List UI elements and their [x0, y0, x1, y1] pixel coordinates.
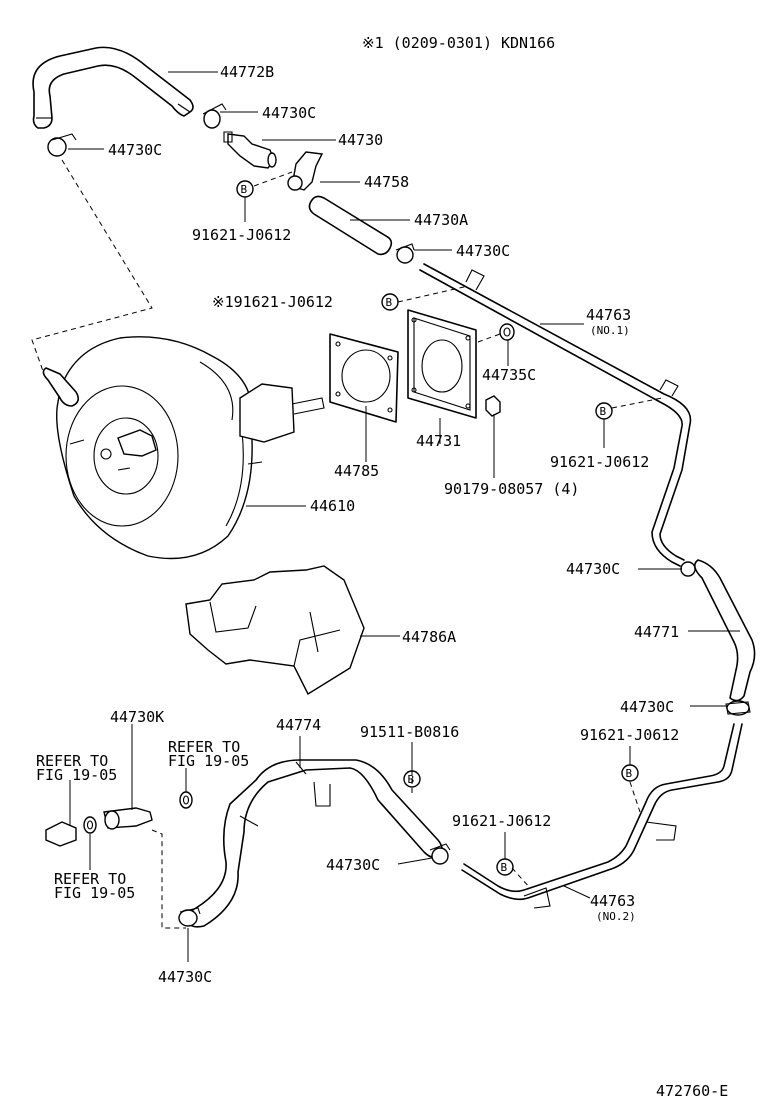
- label-44735c: 44735C: [482, 366, 536, 384]
- bolt-symbol-91621-c: B: [621, 764, 639, 782]
- clamp-44730c-top: [202, 103, 227, 129]
- pipe-44763-no1: [419, 263, 692, 567]
- label-44772b: 44772B: [220, 63, 274, 81]
- dashed-guides: [31, 159, 663, 929]
- label-44730c-right-top: 44730C: [566, 560, 620, 578]
- brake-booster-44610: [42, 336, 325, 560]
- svg-text:B: B: [600, 405, 607, 418]
- label-44730c-top: 44730C: [262, 104, 316, 122]
- leader-lines: [68, 71, 740, 962]
- svg-text:B: B: [408, 773, 415, 786]
- label-44785: 44785: [334, 462, 379, 480]
- figure-id: 472760-E: [656, 1082, 728, 1100]
- label-refer-3b: FIG 19-05: [54, 884, 135, 902]
- label-44730: 44730: [338, 131, 383, 149]
- label-44730k: 44730K: [110, 708, 164, 726]
- bolt-symbol-91621-star: B: [381, 293, 399, 311]
- label-refer-2b: FIG 19-05: [36, 766, 117, 784]
- label-44758: 44758: [364, 173, 409, 191]
- hose-44772b: [32, 46, 194, 129]
- clamp-44730c-left: [47, 133, 77, 157]
- label-refer-1a: REFER TO: [168, 738, 240, 756]
- washer-ring: [179, 791, 193, 809]
- clamp-44730c-bottom-left: [178, 907, 201, 927]
- header-note: ※1 (0209-0301) KDN166: [362, 34, 555, 52]
- clamp-44730c-bottom-mid: [429, 843, 451, 865]
- label-44730c-bottom-mid: 44730C: [326, 856, 380, 874]
- bracket-44758: [287, 151, 324, 191]
- label-44786a: 44786A: [402, 628, 456, 646]
- label-44763-no2-sub: (NO.2): [596, 910, 636, 923]
- svg-text:B: B: [626, 767, 633, 780]
- label-91621-c: 91621-J0612: [580, 726, 679, 744]
- label-91621-a: 91621-J0612: [192, 226, 291, 244]
- label-91511: 91511-B0816: [360, 723, 459, 741]
- label-91621-star: ※191621-J0612: [212, 293, 333, 311]
- hose-44730a: [308, 195, 393, 256]
- clamp-44730c-right-bottom: [725, 700, 751, 716]
- svg-text:B: B: [386, 296, 393, 309]
- label-44730a: 44730A: [414, 211, 468, 229]
- gasket-44785: [329, 333, 399, 423]
- union-44730k: [103, 807, 153, 830]
- label-44730c-right-bottom: 44730C: [620, 698, 674, 716]
- label-44763-no1: 44763: [586, 306, 631, 324]
- label-44730c-left: 44730C: [108, 141, 162, 159]
- label-refer-1b: FIG 19-05: [168, 752, 249, 770]
- label-44763-no2: 44763: [590, 892, 635, 910]
- part-labels: 44772B 44730C 44730C 44730 44758 91621-J…: [36, 63, 679, 986]
- nut-44735c: [499, 323, 515, 341]
- label-44730c-mid: 44730C: [456, 242, 510, 260]
- bolt-symbol-91621-a: B: [236, 180, 254, 198]
- label-refer-3a: REFER TO: [54, 870, 126, 888]
- label-90179: 90179-08057 (4): [444, 480, 579, 498]
- clamp-44730c-mid: [395, 243, 415, 264]
- svg-text:B: B: [241, 183, 248, 196]
- label-44731: 44731: [416, 432, 461, 450]
- label-44610: 44610: [310, 497, 355, 515]
- hose-44774: [185, 759, 443, 928]
- check-valve-44730: [223, 131, 277, 169]
- label-44730c-bottom-left: 44730C: [158, 968, 212, 986]
- hose-44771: [694, 559, 756, 702]
- pipe-44763-no2: [461, 723, 743, 909]
- bolt-symbol-91621-b: B: [595, 402, 613, 420]
- label-refer-2a: REFER TO: [36, 752, 108, 770]
- gasket-44731: [407, 309, 477, 419]
- label-44774: 44774: [276, 716, 321, 734]
- label-91621-d: 91621-J0612: [452, 812, 551, 830]
- gasket-small: [83, 816, 97, 834]
- clamp-44730c-right-top: [680, 561, 696, 577]
- plug-bolt: [45, 821, 77, 847]
- label-44763-no1-sub: (NO.1): [590, 324, 630, 337]
- bolt-symbol-91621-d: B: [496, 858, 514, 876]
- label-91621-b: 91621-J0612: [550, 453, 649, 471]
- bolt-90179: [485, 395, 501, 417]
- bracket-44786a: [185, 565, 365, 695]
- svg-text:B: B: [501, 861, 508, 874]
- label-44771: 44771: [634, 623, 679, 641]
